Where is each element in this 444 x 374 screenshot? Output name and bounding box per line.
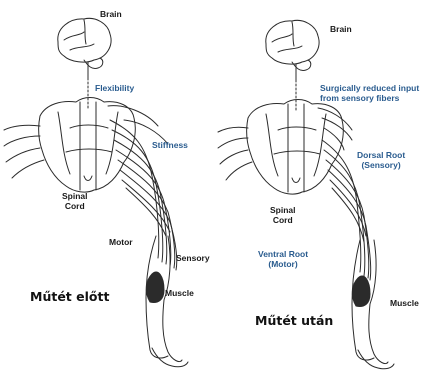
leg-right [352, 240, 394, 369]
stiffness-label: Stiffness [152, 141, 188, 151]
dorsal-root-label: Dorsal Root (Sensory) [357, 151, 405, 171]
sensory-label: Sensory [176, 254, 210, 264]
spinal-cord-label-right: Spinal Cord [270, 206, 296, 226]
spinal-cord-label-left: Spinal Cord [62, 192, 88, 212]
spinal-cord-left [39, 98, 136, 193]
ventral-root-label: Ventral Root (Motor) [258, 250, 308, 270]
brain-right-icon [266, 20, 319, 80]
reduced-input-label: Surgically reduced input from sensory fi… [320, 84, 419, 104]
brain-left-icon [58, 18, 111, 78]
dorsal-root-fibers-right [318, 108, 352, 150]
muscle-label-right: Muscle [390, 299, 419, 309]
left-roots [4, 125, 44, 178]
motor-label: Motor [109, 238, 133, 248]
caption-before: Műtét előtt [30, 290, 109, 304]
brain-label-right: Brain [330, 25, 352, 35]
brain-label-left: Brain [100, 10, 122, 20]
spinal-cord-right [247, 100, 344, 195]
flexibility-label: Flexibility [95, 84, 134, 94]
caption-after: Műtét után [255, 314, 333, 328]
muscle-label-left: Muscle [165, 289, 194, 299]
